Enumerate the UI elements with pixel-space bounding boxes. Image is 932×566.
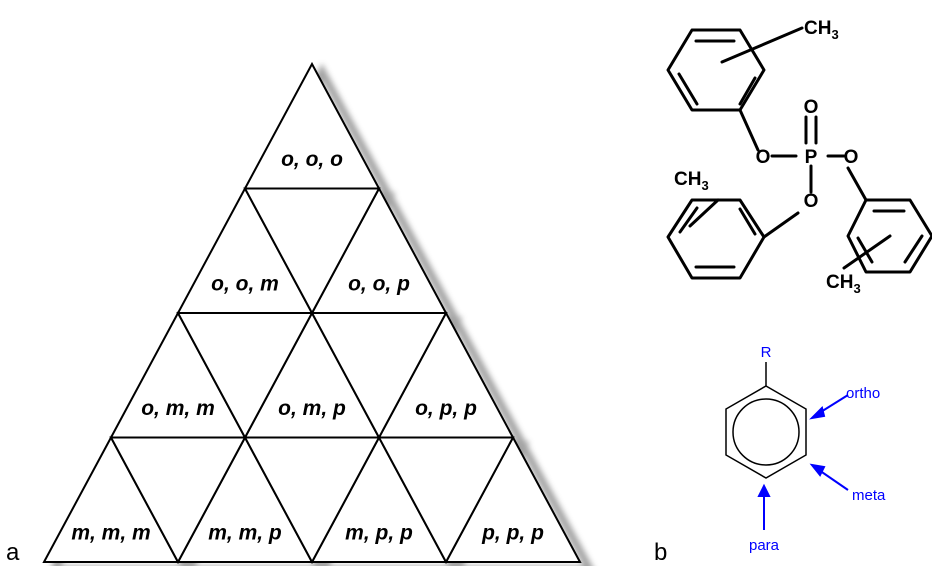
inverted-triangle	[310, 312, 448, 440]
atom-methyl-lower-left: CH3	[674, 169, 709, 193]
lower-right-ring-double-bond	[856, 236, 874, 264]
meta-arrowhead	[809, 463, 826, 477]
inverted-triangle	[377, 436, 515, 565]
atom-oxo-oxygen: O	[804, 97, 819, 118]
ortho-arrowhead	[809, 406, 826, 420]
isomer-label: o, o, m	[211, 273, 279, 296]
isomer-label: m, m, m	[71, 522, 150, 545]
ortho-label: ortho	[846, 385, 880, 402]
para-label: para	[749, 537, 780, 554]
inverted-triangle	[243, 436, 381, 565]
isomer-label: o, m, m	[141, 397, 215, 420]
isomer-label: p, p, p	[481, 522, 544, 545]
meta-label: meta	[852, 487, 886, 504]
lower-left-benzene-ring	[666, 198, 766, 280]
lower-left-ester-bond	[762, 211, 800, 239]
para-arrowhead	[757, 483, 771, 497]
benzene-ring	[725, 385, 807, 479]
inverted-triangle	[176, 312, 314, 440]
triangle-grid	[42, 61, 582, 565]
atom-phosphorus: P	[805, 147, 818, 168]
triangle-labels: o, o, o o, o, m o, o, p o, m, m o, m, p o, p,…	[71, 148, 544, 545]
inverted-triangle	[243, 187, 381, 316]
lower-right-methyl-bond	[842, 234, 892, 270]
panel-label-b: b	[654, 539, 667, 566]
isomer-label: o, o, o	[281, 148, 343, 171]
atom-labels: CH3 O P O O O CH3 CH3	[674, 18, 861, 296]
substituent-r-label: R	[761, 344, 772, 361]
tricresyl-phosphate-structure	[666, 26, 932, 280]
atom-methyl-lower-right: CH3	[826, 272, 861, 296]
isomer-label: o, o, p	[348, 273, 410, 296]
lower-right-ring-double-bond	[903, 234, 924, 264]
atom-ester-oxygen-right: O	[844, 147, 859, 168]
upper-ring-double-bond	[738, 76, 757, 106]
lower-left-methyl-bond	[688, 198, 720, 228]
atom-ester-oxygen-left: O	[756, 147, 771, 168]
isomer-label: m, p, p	[345, 522, 413, 545]
upper-methyl-bond	[720, 26, 804, 64]
lower-left-ring-double-bond	[738, 207, 757, 236]
atom-methyl-upper: CH3	[804, 18, 839, 42]
upper-ring-double-bond	[677, 72, 699, 106]
lower-right-benzene-ring	[846, 198, 932, 274]
isomer-label: m, m, p	[208, 522, 282, 545]
substitution-positions-diagram: R ortho meta para	[725, 344, 886, 554]
upper-ester-bond	[738, 108, 760, 152]
inverted-triangle	[109, 436, 247, 565]
isomer-label: o, p, p	[415, 397, 477, 420]
isomer-label: o, m, p	[278, 397, 346, 420]
upper-benzene-ring	[666, 28, 766, 112]
isomer-triangle-panel: o, o, o o, o, m o, o, p o, m, m o, m, p o, p,…	[42, 61, 593, 566]
lower-left-ring-double-bond	[678, 206, 699, 234]
aromatic-circle	[732, 398, 800, 466]
atom-ester-oxygen-bottom: O	[804, 191, 819, 212]
panel-label-a: a	[6, 539, 20, 566]
lower-right-ester-bond	[846, 166, 868, 202]
